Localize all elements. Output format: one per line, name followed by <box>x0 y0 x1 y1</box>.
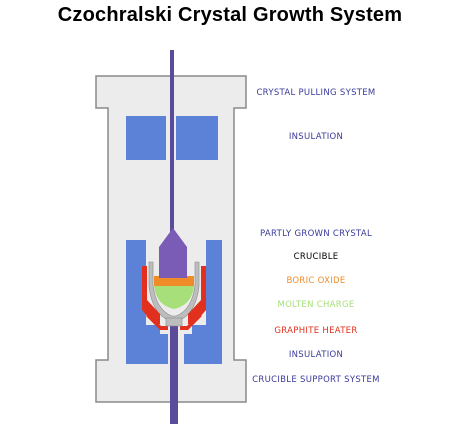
label-partly-grown-crystal: PARTLY GROWN CRYSTAL <box>260 229 372 239</box>
label-insulation-top: INSULATION <box>289 132 343 142</box>
diagram-title: Czochralski Crystal Growth System <box>57 4 403 26</box>
insulation-upper-right <box>176 116 218 160</box>
crucible-support-shaft <box>170 320 178 424</box>
support-collar <box>165 317 183 327</box>
label-boric-oxide: BORIC OXIDE <box>286 276 345 286</box>
label-crystal-pulling-system: CRYSTAL PULLING SYSTEM <box>256 88 375 98</box>
insulation-lower-left <box>126 240 168 364</box>
insulation-lower-right <box>184 240 222 364</box>
molten-charge <box>154 286 194 309</box>
insulation-upper-left <box>126 116 166 160</box>
crucible <box>148 261 200 322</box>
pull-rod <box>170 50 174 240</box>
label-crucible: CRUCIBLE <box>294 252 339 262</box>
label-graphite-heater: GRAPHITE HEATER <box>274 326 357 336</box>
partly-grown-crystal <box>159 228 187 278</box>
boric-oxide <box>154 276 194 286</box>
label-crucible-support-system: CRUCIBLE SUPPORT SYSTEM <box>252 375 380 385</box>
label-molten-charge: MOLTEN CHARGE <box>277 300 354 310</box>
heater-inner-ring <box>146 314 202 330</box>
label-insulation-bottom: INSULATION <box>289 350 343 360</box>
